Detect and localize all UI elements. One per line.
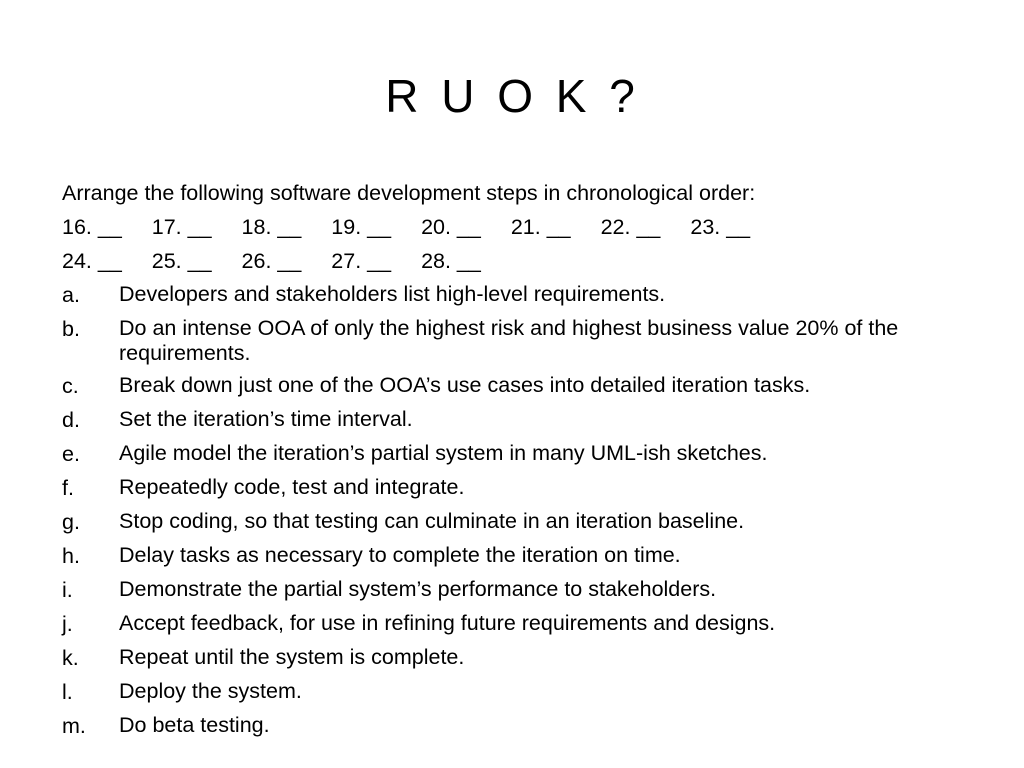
slide-title: R U O K ? xyxy=(385,70,639,122)
answer-blank: 17. __ xyxy=(151,215,212,239)
item-label: h. xyxy=(62,544,80,568)
item-label: b. xyxy=(62,317,80,341)
item-label: a. xyxy=(62,283,80,307)
instruction-text: Arrange the following software developme… xyxy=(62,181,756,205)
list-item: d. Set the iteration’s time interval. xyxy=(62,407,982,434)
item-label: c. xyxy=(62,374,79,398)
item-text: Do beta testing. xyxy=(119,713,270,737)
item-label: j. xyxy=(62,612,73,636)
list-item: k. Repeat until the system is complete. xyxy=(62,645,982,672)
item-text: Repeat until the system is complete. xyxy=(119,645,465,669)
item-text: Agile model the iteration’s partial syst… xyxy=(119,441,768,465)
item-label: e. xyxy=(62,442,80,466)
answer-blank: 19. __ xyxy=(331,215,392,239)
item-text: Accept feedback, for use in refining fut… xyxy=(119,611,776,635)
list-item: f. Repeatedly code, test and integrate. xyxy=(62,475,982,502)
list-item: g. Stop coding, so that testing can culm… xyxy=(62,509,982,536)
answer-blank: 26. __ xyxy=(241,249,302,273)
item-label: f. xyxy=(62,476,74,500)
answer-blank: 21. __ xyxy=(510,215,571,239)
item-label: g. xyxy=(62,510,80,534)
item-label: k. xyxy=(62,646,79,670)
answer-blank: 27. __ xyxy=(331,249,392,273)
item-text: Demonstrate the partial system’s perform… xyxy=(119,577,717,601)
slide-content: Arrange the following software developme… xyxy=(62,180,982,747)
answer-blanks-row-1: 16. __ 17. __ 18. __ 19. __ 20. __ 21. _… xyxy=(62,214,982,241)
item-text: Do an intense OOA of only the highest ri… xyxy=(119,316,899,365)
item-text: Stop coding, so that testing can culmina… xyxy=(119,509,745,533)
item-text: Set the iteration’s time interval. xyxy=(119,407,413,431)
list-item: h. Delay tasks as necessary to complete … xyxy=(62,543,982,570)
answer-blanks-row-2: 24. __ 25. __ 26. __ 27. __ 28. __ xyxy=(62,248,982,275)
list-item: m. Do beta testing. xyxy=(62,713,982,740)
item-label: i. xyxy=(62,578,73,602)
answer-blank: 25. __ xyxy=(151,249,212,273)
item-label: d. xyxy=(62,408,80,432)
item-text: Delay tasks as necessary to complete the… xyxy=(119,543,681,567)
list-item: l. Deploy the system. xyxy=(62,679,982,706)
item-label: m. xyxy=(62,714,86,738)
list-item: c. Break down just one of the OOA’s use … xyxy=(62,373,982,400)
list-item: j. Accept feedback, for use in refining … xyxy=(62,611,982,638)
list-item: e. Agile model the iteration’s partial s… xyxy=(62,441,982,468)
item-text: Break down just one of the OOA’s use cas… xyxy=(119,373,811,397)
list-item: a. Developers and stakeholders list high… xyxy=(62,282,982,309)
answer-blank: 22. __ xyxy=(600,215,661,239)
item-text: Developers and stakeholders list high-le… xyxy=(119,282,666,306)
list-item: i. Demonstrate the partial system’s perf… xyxy=(62,577,982,604)
answer-blank: 16. __ xyxy=(62,215,122,239)
answer-blank: 28. __ xyxy=(421,249,481,273)
list-item: b. Do an intense OOA of only the highest… xyxy=(62,316,982,366)
answer-blank: 18. __ xyxy=(241,215,302,239)
answer-blank: 24. __ xyxy=(62,249,122,273)
answer-blank: 20. __ xyxy=(421,215,481,239)
answer-blank: 23. __ xyxy=(690,215,751,239)
item-label: l. xyxy=(62,680,73,704)
item-text: Deploy the system. xyxy=(119,679,302,703)
item-text: Repeatedly code, test and integrate. xyxy=(119,475,465,499)
